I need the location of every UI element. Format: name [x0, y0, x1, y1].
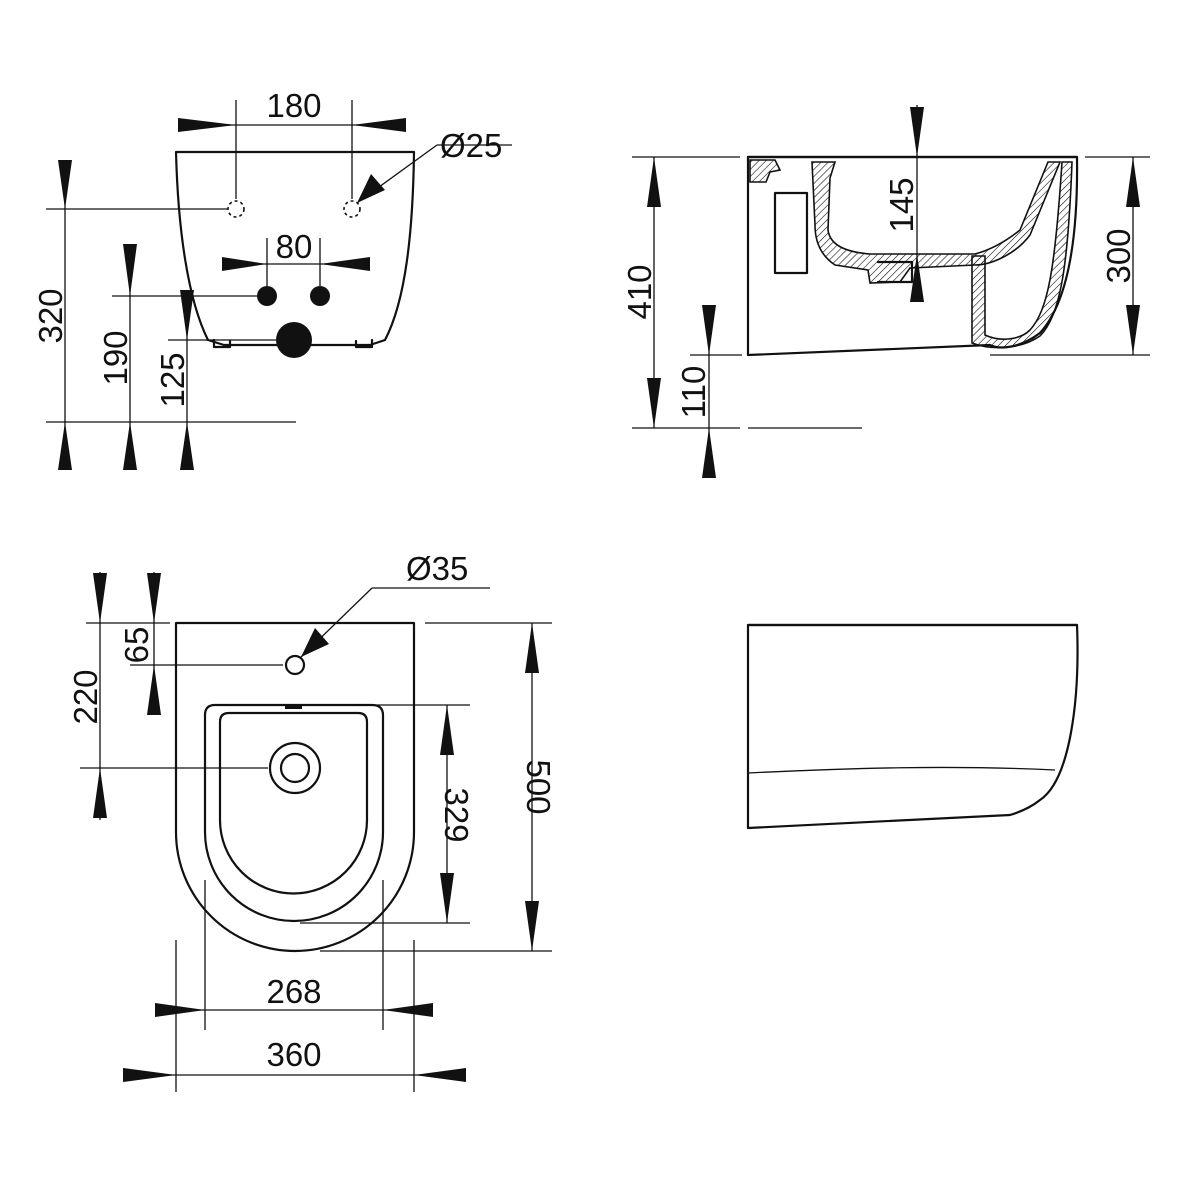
dim-top-220: 220: [67, 669, 104, 724]
side-exterior-view: [746, 623, 1079, 830]
dim-front-d25: Ø25: [440, 127, 502, 164]
supply-hole-left: [257, 286, 277, 306]
supply-hole-right: [310, 286, 330, 306]
top-overflow-slot: [285, 704, 302, 709]
dim-side-110: 110: [675, 366, 712, 419]
fixing-hole-right: [343, 200, 361, 218]
dim-top-268: 268: [266, 973, 321, 1010]
front-view: 180 Ø25 320 80 190 125: [32, 87, 512, 470]
side-trap-wall: [971, 161, 1073, 349]
top-drain-outer: [268, 741, 322, 795]
top-rim-outer: [203, 703, 385, 923]
front-foot-right: [354, 338, 374, 349]
dim-top-65: 65: [118, 627, 155, 664]
dim-top-329: 329: [438, 787, 475, 842]
top-body-outline: [174, 621, 416, 953]
top-rim-inner: [218, 711, 369, 895]
exterior-outline: [746, 623, 1079, 830]
top-view: Ø35 65 220 329 500 268: [67, 550, 557, 1092]
side-bowl-wall: [811, 161, 1062, 284]
side-section-view: 410 145 300 110: [621, 105, 1150, 478]
dim-side-410: 410: [621, 264, 658, 319]
dim-front-80: 80: [276, 228, 313, 265]
side-wall-block: [773, 191, 809, 275]
fixing-hole-left: [227, 200, 245, 218]
dim-front-190: 190: [97, 330, 134, 385]
front-body-outline: [174, 150, 416, 347]
front-foot-left: [212, 338, 232, 349]
side-rim-step: [749, 159, 782, 183]
dim-front-320: 320: [32, 288, 69, 343]
side-drain-neck: [876, 260, 914, 284]
dim-front-180: 180: [266, 87, 321, 124]
dim-side-145: 145: [883, 177, 920, 232]
dim-front-125: 125: [154, 352, 191, 407]
dim-top-360: 360: [266, 1036, 321, 1073]
dim-top-500: 500: [520, 759, 557, 814]
top-tap-hole: [284, 654, 306, 676]
dim-top-d35: Ø35: [406, 550, 468, 587]
exterior-base-line: [747, 766, 1056, 774]
top-drain-inner: [279, 752, 311, 784]
dim-side-300: 300: [1100, 228, 1137, 283]
drain-hole: [276, 322, 312, 358]
